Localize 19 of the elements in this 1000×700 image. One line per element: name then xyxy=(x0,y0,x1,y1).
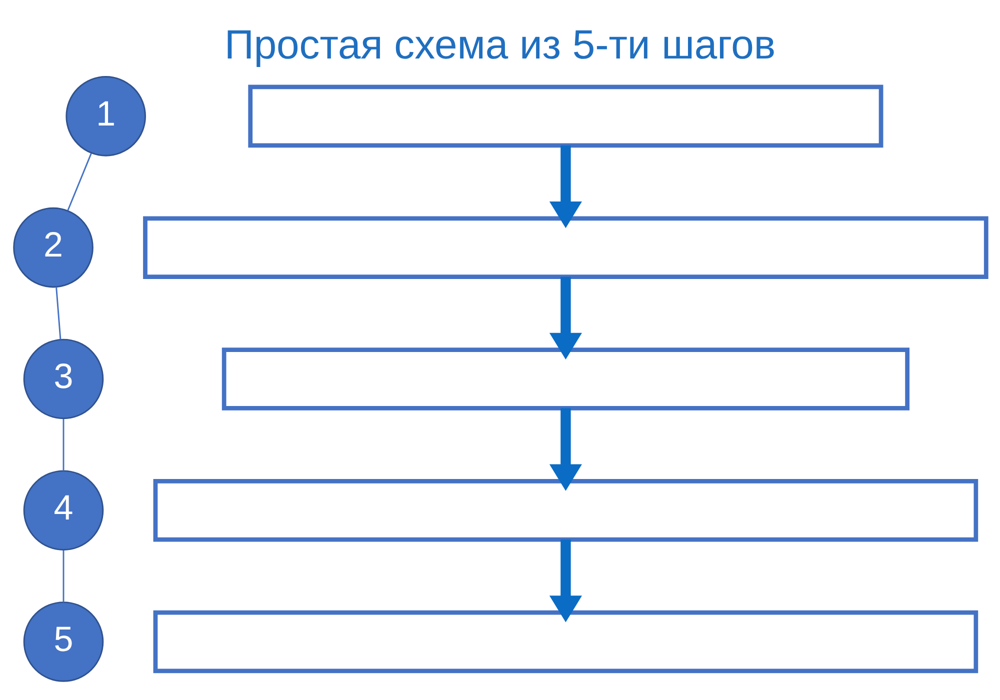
node-circle: 5 xyxy=(23,601,104,682)
node-circle: 3 xyxy=(23,338,104,419)
node-box xyxy=(248,84,884,148)
node-box xyxy=(222,347,910,410)
node-circle: 1 xyxy=(66,76,146,156)
diagram-title: Простая схема из 5-ти шагов xyxy=(224,20,776,67)
connector xyxy=(56,286,62,340)
arrow xyxy=(549,145,582,228)
node-box xyxy=(143,216,988,278)
node-circle: 2 xyxy=(13,206,94,288)
connector xyxy=(62,550,64,602)
arrow xyxy=(549,276,582,359)
node-circle: 4 xyxy=(23,470,104,550)
arrow xyxy=(549,539,582,622)
arrow xyxy=(549,408,582,490)
connector xyxy=(62,418,64,470)
connector xyxy=(67,152,92,210)
node-box xyxy=(153,478,978,542)
node-box xyxy=(153,610,978,673)
